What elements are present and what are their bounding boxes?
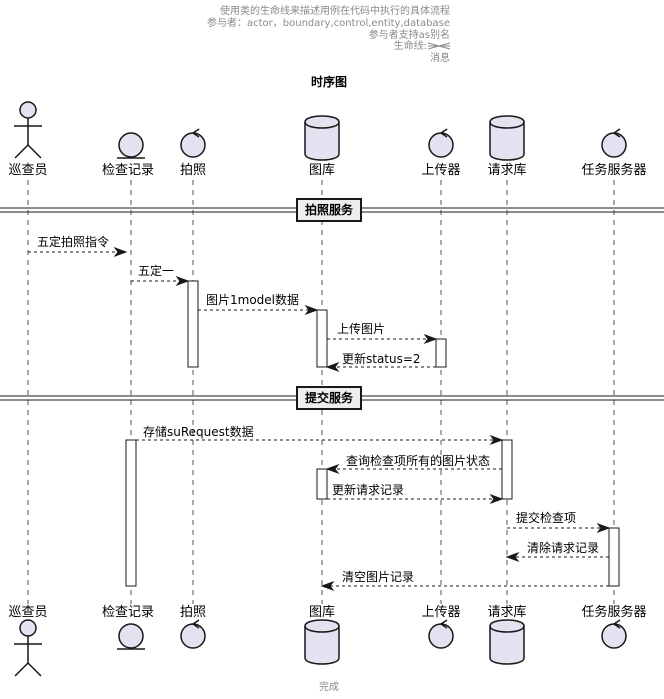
participant-label-gallery: 图库: [309, 162, 335, 178]
message-11: 清空图片记录: [320, 570, 609, 592]
activation-bar: [125, 439, 137, 587]
participants-top: 巡查员 检查记录 拍照 图库 上传器 请求库 任务服: [8, 101, 647, 178]
participant-label-uploader: 上传器: [421, 605, 460, 620]
message-label: 上传图片: [337, 321, 385, 336]
control-icon: [601, 128, 627, 158]
participant-label-tasksrv: 任务服务器: [581, 162, 646, 178]
participant-label-record: 检查记录: [102, 605, 154, 620]
header-notes: 使用类的生命线来描述用例在代码中执行的具体流程 参与者：actor，bounda…: [207, 4, 451, 64]
entity-icon: [117, 623, 145, 650]
divider-photo-service: 拍照服务: [0, 198, 664, 222]
message-label: 查询检查项所有的图片状态: [346, 453, 490, 468]
participant-label-gallery: 图库: [309, 604, 335, 620]
message-8: 更新请求记录: [327, 482, 504, 505]
message-label: 清除请求记录: [527, 540, 599, 555]
activation-bar: [435, 338, 447, 368]
control-icon: [428, 619, 454, 649]
diagram-title: 时序图: [311, 74, 347, 89]
message-6: 存储suRequest数据: [136, 424, 504, 446]
message-label: 图片1model数据: [206, 292, 299, 307]
activation-bar: [316, 309, 328, 368]
footer-text: 完成: [319, 680, 339, 693]
activation-bar: [608, 527, 620, 587]
message-2: 五定一: [131, 263, 190, 287]
activation-bar: [501, 439, 513, 500]
control-icon: [180, 128, 206, 158]
message-9: 提交检查项: [507, 510, 611, 534]
message-label: 五定拍照指令: [37, 234, 109, 249]
participant-label-uploader: 上传器: [421, 163, 460, 178]
message-label: 更新status=2: [342, 351, 421, 366]
activation-bar: [187, 280, 199, 368]
participant-label-tasksrv: 任务服务器: [581, 604, 646, 620]
message-4: 上传图片: [327, 321, 438, 345]
header-line-2: 参与者：actor，boundary,control,entity,databa…: [207, 16, 450, 29]
database-icon: [489, 619, 525, 665]
participant-label-inspector: 巡查员: [8, 605, 47, 620]
divider-submit-service: 提交服务: [0, 386, 664, 410]
participant-label-record: 检查记录: [102, 163, 154, 178]
message-10: 清除请求记录: [505, 540, 609, 563]
header-line-1: 使用类的生命线来描述用例在代码中执行的具体流程: [220, 4, 450, 17]
message-label: 存储suRequest数据: [143, 424, 254, 439]
participant-label-reqdb: 请求库: [487, 604, 526, 620]
divider-label: 提交服务: [305, 390, 354, 405]
header-line-3: 参与者支持as别名: [369, 28, 450, 41]
control-icon: [180, 619, 206, 649]
message-7: 查询检查项所有的图片状态: [325, 453, 502, 475]
database-icon: [304, 115, 340, 161]
header-line-5: 消息: [430, 51, 450, 64]
message-label: 提交检查项: [516, 510, 576, 525]
control-icon: [601, 619, 627, 649]
message-3: 图片1model数据: [198, 292, 319, 316]
actor-icon: [14, 101, 42, 159]
message-5: 更新status=2: [325, 351, 436, 373]
header-line-4: 生命线:: [394, 39, 427, 52]
actor-icon: [14, 619, 42, 677]
divider-label: 拍照服务: [305, 202, 354, 217]
control-icon: [428, 128, 454, 158]
participant-label-photo: 拍照: [180, 163, 206, 178]
database-icon: [304, 619, 340, 665]
participants-bottom: 巡查员 检查记录 拍照 图库 上传器 请求库: [8, 604, 647, 677]
participant-label-inspector: 巡查员: [8, 163, 47, 178]
entity-icon: [117, 132, 145, 159]
message-1: 五定拍照指令: [28, 234, 128, 258]
database-icon: [489, 115, 525, 161]
activation-bar: [316, 468, 328, 500]
lifeline-legend-icon: [427, 42, 451, 50]
participant-label-reqdb: 请求库: [487, 162, 526, 178]
message-label: 清空图片记录: [342, 570, 414, 584]
message-label: 更新请求记录: [332, 482, 404, 497]
participant-label-photo: 拍照: [180, 605, 206, 620]
message-label: 五定一: [138, 263, 174, 278]
